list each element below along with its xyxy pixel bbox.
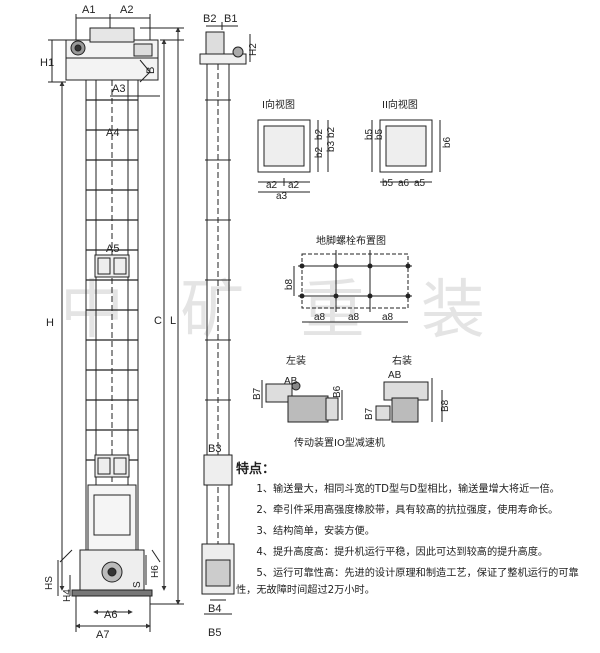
label-a7: A7 — [96, 629, 109, 641]
view-ii-b6: b6 — [442, 136, 453, 148]
label-a2: A2 — [120, 4, 133, 16]
anchor-a8-a: a8 — [314, 312, 326, 323]
view-i-b3: b3 — [326, 140, 337, 152]
features-title: 特点： — [236, 462, 276, 477]
view-i-labels: I向视图 b2 b2 b2 b3 a2 a2 a3 — [262, 98, 337, 202]
drive-left-b7: B7 — [252, 387, 263, 400]
side-view-labels: B2 B1 H2 B3 B4 B5 — [203, 13, 259, 639]
anchor-labels: 地脚螺栓布置图 b8 a8 a8 a8 — [284, 234, 394, 323]
label-s: S — [132, 581, 143, 588]
label-h: H — [46, 317, 54, 329]
view-ii — [371, 119, 441, 183]
view-i — [257, 119, 329, 193]
view-ii-a6: a6 — [398, 178, 410, 189]
drive-left-b6: B6 — [332, 385, 343, 398]
view-i-title: I向视图 — [262, 98, 295, 111]
front-view-labels: A1 A2 H1 B A3 A4 A5 H C L HS H4 H6 S A6 … — [40, 4, 176, 641]
anchor-title: 地脚螺栓布置图 — [316, 234, 386, 247]
label-h4: H4 — [62, 589, 73, 602]
drive-labels: 左装 右装 B7 AB B6 AB B7 B8 传动装置IO型减速机 — [252, 354, 451, 449]
features-section: 特点： 1、输送量大，相同斗宽的TD型与D型相比，输送量增大将近一倍。 2、牵引… — [236, 458, 596, 603]
view-ii-title: II向视图 — [382, 98, 418, 111]
anchor-layout — [293, 250, 412, 323]
label-h6: H6 — [150, 565, 161, 578]
label-h2: H2 — [248, 43, 259, 56]
drive-left-title: 左装 — [286, 354, 306, 367]
feature-item: 3、结构简单，安装方便。 — [256, 526, 375, 537]
feature-item: 2、牵引件采用高强度橡胶带，具有较高的抗拉强度，使用寿命长。 — [256, 505, 559, 516]
label-a4: A4 — [106, 127, 119, 139]
drive-right-b8: B8 — [440, 399, 451, 412]
view-i-b2-a: b2 — [314, 128, 325, 140]
drive-right — [375, 378, 443, 423]
label-hs: HS — [44, 576, 55, 590]
feature-item: 5、运行可靠性高：先进的设计原理和制造工艺，保证了整机运行的可靠性，无故障时间超… — [236, 568, 579, 596]
side-view — [199, 22, 251, 615]
drive-right-b7: B7 — [364, 407, 375, 420]
front-view — [48, 14, 184, 632]
label-b2-side: B2 — [203, 13, 216, 25]
label-b5-side: B5 — [208, 627, 221, 639]
label-c: C — [154, 315, 162, 327]
feature-item: 4、提升高度高：提升机运行平稳，因此可达到较高的提升高度。 — [256, 547, 549, 558]
label-b4: B4 — [208, 603, 221, 615]
label-h1: H1 — [40, 57, 54, 69]
label-a1: A1 — [82, 4, 95, 16]
feature-item: 1、输送量大，相同斗宽的TD型与D型相比，输送量增大将近一倍。 — [256, 484, 560, 495]
label-a5: A5 — [106, 243, 119, 255]
drive-left — [261, 380, 343, 423]
view-i-a2-a: a2 — [266, 180, 278, 191]
label-b: B — [145, 67, 157, 74]
view-i-b2-b: b2 — [314, 146, 325, 158]
label-b3-side: B3 — [208, 443, 221, 455]
drive-caption: 传动装置IO型减速机 — [294, 436, 385, 449]
view-ii-b5-c: b5 — [382, 178, 394, 189]
drive-left-ab: AB — [284, 376, 298, 387]
view-i-a2-b: a2 — [288, 180, 300, 191]
label-l: L — [170, 315, 176, 327]
watermark-text: 中 矿 重 装 — [60, 274, 503, 348]
view-ii-b5-a: b5 — [364, 128, 375, 140]
label-a6: A6 — [104, 609, 117, 621]
view-ii-a5: a5 — [414, 178, 426, 189]
label-b1: B1 — [224, 13, 237, 25]
view-ii-b5-b: b5 — [374, 128, 385, 140]
anchor-a8-c: a8 — [382, 312, 394, 323]
drive-right-ab: AB — [388, 370, 402, 381]
view-i-b2-c: b2 — [326, 126, 337, 138]
anchor-b8: b8 — [284, 278, 295, 290]
view-ii-labels: II向视图 b5 b5 b6 b5 a6 a5 — [364, 98, 453, 189]
label-a3: A3 — [112, 83, 125, 95]
drive-right-title: 右装 — [392, 354, 412, 367]
anchor-a8-b: a8 — [348, 312, 360, 323]
view-i-a3: a3 — [276, 191, 288, 202]
